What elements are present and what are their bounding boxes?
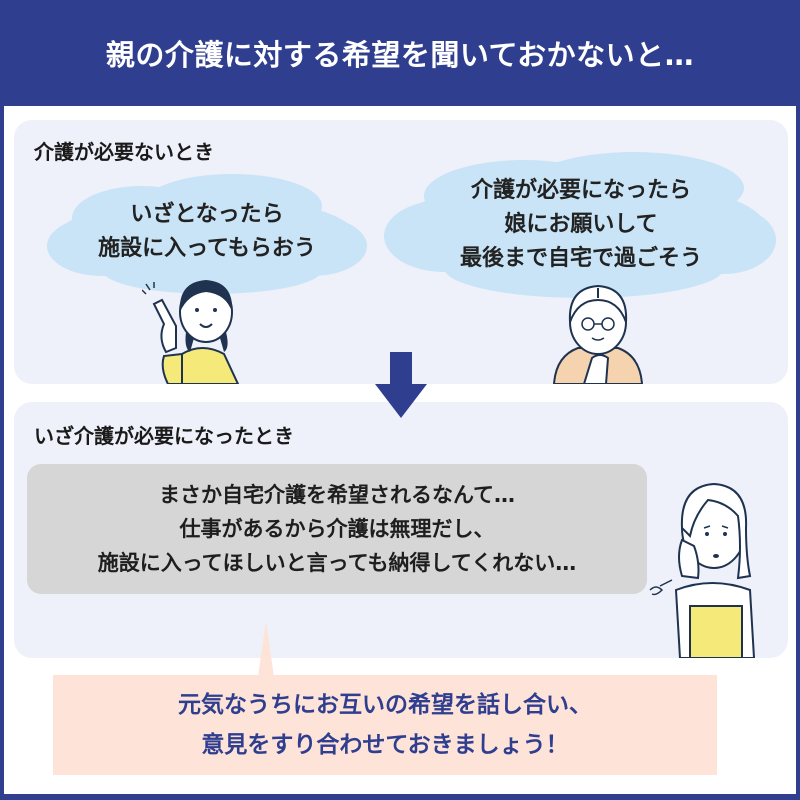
header-banner: 親の介護に対する希望を聞いておかないと…	[0, 0, 800, 106]
speech-line: 仕事があるから介護は無理だし、	[179, 517, 495, 541]
cloud-line: 介護が必要になったら	[470, 178, 691, 203]
content-area: 介護が必要ないとき いざとなったら 施設に入ってもらおう	[4, 106, 796, 794]
page-title: 親の介護に対する希望を聞いておかないと…	[105, 38, 695, 72]
cloud-line: 最後まで自宅で過ごそう	[459, 246, 702, 271]
elderly-woman-icon	[548, 278, 648, 388]
cloud-line: いざとなったら	[130, 202, 284, 227]
thought-cloud-parent: 介護が必要になったら 娘にお願いして 最後まで自宅で過ごそう	[384, 144, 778, 302]
speech-bubble-worry: まさか自宅介護を希望されるなんて… 仕事があるから介護は無理だし、 施設に入って…	[27, 464, 647, 594]
woman-pointing-icon	[141, 268, 262, 388]
worried-woman-icon	[646, 466, 776, 662]
cloud-line: 施設に入ってもらおう	[98, 236, 316, 261]
panel-before-care: 介護が必要ないとき いざとなったら 施設に入ってもらおう	[14, 120, 788, 385]
advice-line: 意見をすり合わせておきましょう！	[201, 732, 569, 758]
cloud-shape-icon	[47, 174, 367, 294]
speech-line: 施設に入ってほしいと言っても納得してくれない…	[97, 551, 577, 575]
down-arrow-icon	[375, 352, 427, 422]
advice-line: 元気なうちにお互いの希望を話し合い、	[178, 692, 592, 718]
advice-callout: 元気なうちにお互いの希望を話し合い、 意見をすり合わせておきましょう！	[53, 675, 717, 775]
panel-label-after: いざ介護が必要になったとき	[34, 424, 294, 448]
panel-label-before: 介護が必要ないとき	[34, 140, 214, 164]
cloud-line: 娘にお願いして	[504, 212, 658, 237]
cloud-shape-icon	[384, 152, 776, 298]
panel-after-care: いざ介護が必要になったとき まさか自宅介護を希望されるなんて… 仕事があるから介…	[14, 402, 788, 659]
speech-line: まさか自宅介護を希望されるなんて…	[159, 483, 515, 507]
thought-cloud-daughter: いざとなったら 施設に入ってもらおう	[42, 170, 372, 298]
callout-pointer	[258, 621, 274, 681]
